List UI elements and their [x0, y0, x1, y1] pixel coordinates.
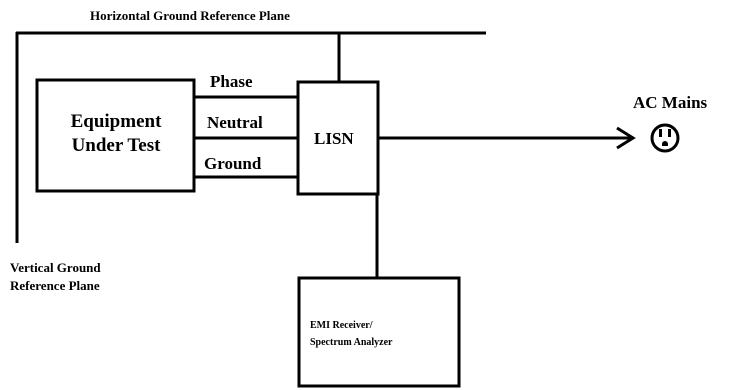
receiver-box	[297, 276, 461, 388]
ac-mains-label: AC Mains	[633, 93, 708, 112]
lisn-label: LISN	[314, 129, 354, 148]
arrowhead-icon	[616, 126, 636, 150]
receiver-label-line2: Spectrum Analyzer	[310, 337, 393, 348]
phase-label: Phase	[210, 72, 253, 91]
receiver-label: EMI Receiver/ Spectrum Analyzer	[310, 317, 393, 351]
receiver-label-line1: EMI Receiver/	[310, 320, 373, 331]
eut-label-line1: Equipment	[70, 111, 162, 132]
vertical-ground-plane-label-line2: Reference Plane	[10, 277, 100, 293]
vertical-ground-plane-label-line1: Vertical Ground	[10, 260, 101, 275]
power-outlet-icon	[650, 123, 680, 153]
eut-label: Equipment Under Test	[40, 110, 192, 158]
horizontal-ground-plane-label: Horizontal Ground Reference Plane	[90, 8, 290, 23]
eut-label-line2: Under Test	[71, 134, 161, 156]
neutral-label: Neutral	[207, 113, 263, 132]
vertical-ground-plane-label: Vertical Ground Reference Plane	[10, 259, 101, 294]
ground-label: Ground	[204, 154, 262, 173]
eut-box	[35, 78, 196, 193]
